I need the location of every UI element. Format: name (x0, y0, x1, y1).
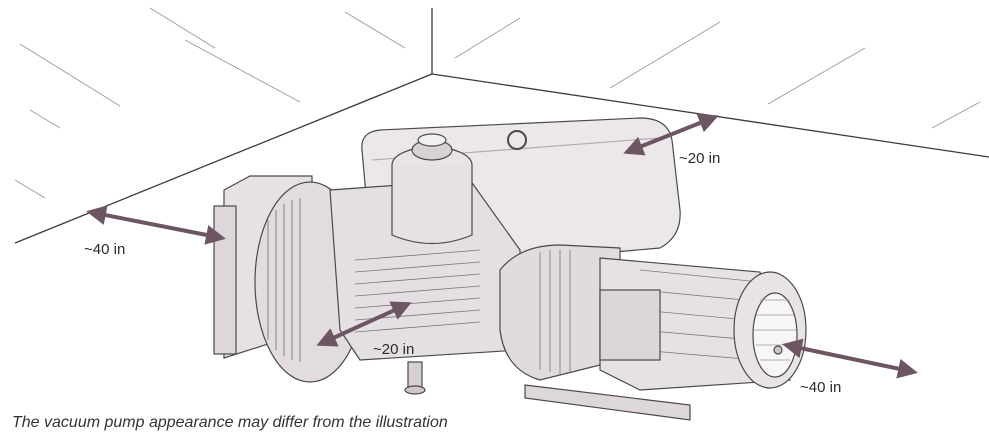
left-side-clearance-label: ~40 in (84, 241, 126, 258)
illustration-caption: The vacuum pump appearance may differ fr… (12, 414, 448, 431)
double-arrow-icon (782, 338, 918, 379)
vacuum-pump (213, 117, 807, 421)
right-side-clearance-label: ~40 in (800, 379, 842, 396)
wall-hatching (14, 7, 981, 199)
clearance-arrows (86, 113, 918, 379)
double-arrow-icon (623, 113, 719, 156)
front-clearance-label: ~20 in (373, 341, 415, 358)
rear-clearance-label: ~20 in (679, 150, 721, 167)
double-arrow-icon (86, 205, 226, 245)
double-arrow-icon (316, 301, 412, 347)
